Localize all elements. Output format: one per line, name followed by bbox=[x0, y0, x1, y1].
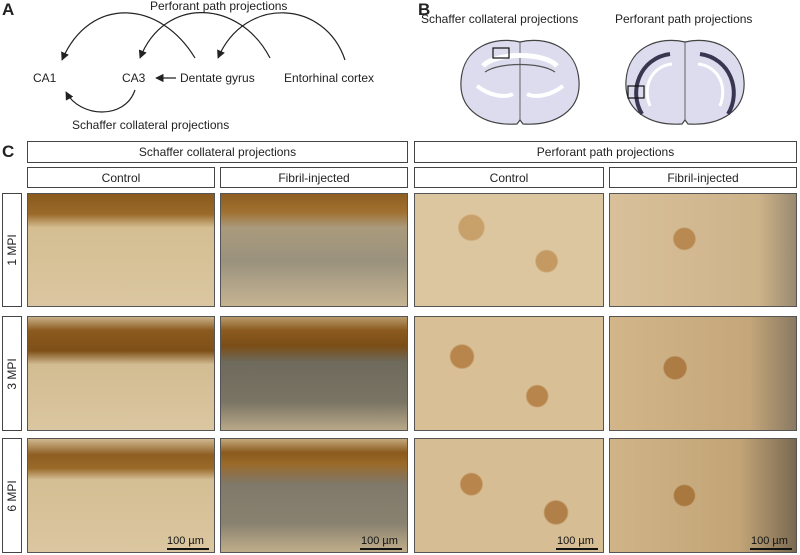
row-label-6mpi: 6 MPI bbox=[2, 438, 22, 553]
brain-section-left bbox=[460, 39, 580, 125]
arc-to-ca3 bbox=[138, 12, 271, 59]
ec-region-box bbox=[627, 85, 645, 99]
micrograph-6mpi-schaffer-control bbox=[27, 438, 215, 553]
micrograph-6mpi-schaffer-fibril bbox=[220, 438, 408, 553]
arc-ec-to-dg bbox=[217, 12, 346, 61]
row-label-1mpi: 1 MPI bbox=[2, 193, 22, 307]
row-label-3mpi: 3 MPI bbox=[2, 316, 22, 431]
schaffer-collateral-label: Schaffer collateral projections bbox=[72, 118, 230, 132]
micrograph-3mpi-schaffer-fibril bbox=[220, 316, 408, 431]
brain-section-right bbox=[625, 39, 745, 125]
node-ca3: CA3 bbox=[122, 71, 146, 85]
arc-ca3-to-ca1 bbox=[65, 89, 136, 113]
group-header-perforant: Perforant path projections bbox=[414, 141, 797, 163]
panel-b-letter: B bbox=[418, 0, 431, 19]
node-ca1: CA1 bbox=[33, 71, 57, 85]
column-header-fibril-1: Fibril-injected bbox=[220, 167, 408, 188]
scale-label-4: 100 µm bbox=[751, 535, 788, 547]
panel-c-letter: C bbox=[2, 142, 15, 161]
micrograph-1mpi-schaffer-control bbox=[27, 193, 215, 307]
perforant-path-title: Perforant path projections bbox=[150, 0, 288, 13]
micrograph-3mpi-perforant-fibril bbox=[609, 316, 797, 431]
micrograph-6mpi-perforant-control bbox=[414, 438, 604, 553]
brain-right-title: Perforant path projections bbox=[615, 12, 753, 26]
scale-label-1: 100 µm bbox=[167, 535, 204, 547]
column-header-control-1: Control bbox=[27, 167, 215, 188]
micrograph-3mpi-perforant-control bbox=[414, 316, 604, 431]
scale-bar-1 bbox=[167, 548, 209, 550]
brain-left-title: Schaffer collateral projections bbox=[421, 12, 579, 26]
scale-bar-2 bbox=[360, 548, 402, 550]
scale-label-2: 100 µm bbox=[361, 535, 398, 547]
panel-a-letter: A bbox=[2, 0, 15, 19]
scale-bar-3 bbox=[556, 548, 598, 550]
scale-bar-4 bbox=[750, 548, 792, 550]
micrograph-1mpi-perforant-fibril bbox=[609, 193, 797, 307]
micrograph-1mpi-schaffer-fibril bbox=[220, 193, 408, 307]
micrograph-1mpi-perforant-control bbox=[414, 193, 604, 307]
micrograph-3mpi-schaffer-control bbox=[27, 316, 215, 431]
scale-label-3: 100 µm bbox=[557, 535, 594, 547]
circuit-diagram bbox=[61, 12, 346, 113]
node-entorhinal-cortex: Entorhinal cortex bbox=[284, 71, 375, 85]
node-dentate-gyrus: Dentate gyrus bbox=[180, 71, 255, 85]
group-header-schaffer: Schaffer collateral projections bbox=[27, 141, 408, 163]
column-header-control-2: Control bbox=[414, 167, 604, 188]
column-header-fibril-2: Fibril-injected bbox=[609, 167, 797, 188]
arc-to-ca1 bbox=[61, 12, 196, 61]
ca-region-box bbox=[492, 47, 510, 59]
micrograph-6mpi-perforant-fibril bbox=[609, 438, 797, 553]
